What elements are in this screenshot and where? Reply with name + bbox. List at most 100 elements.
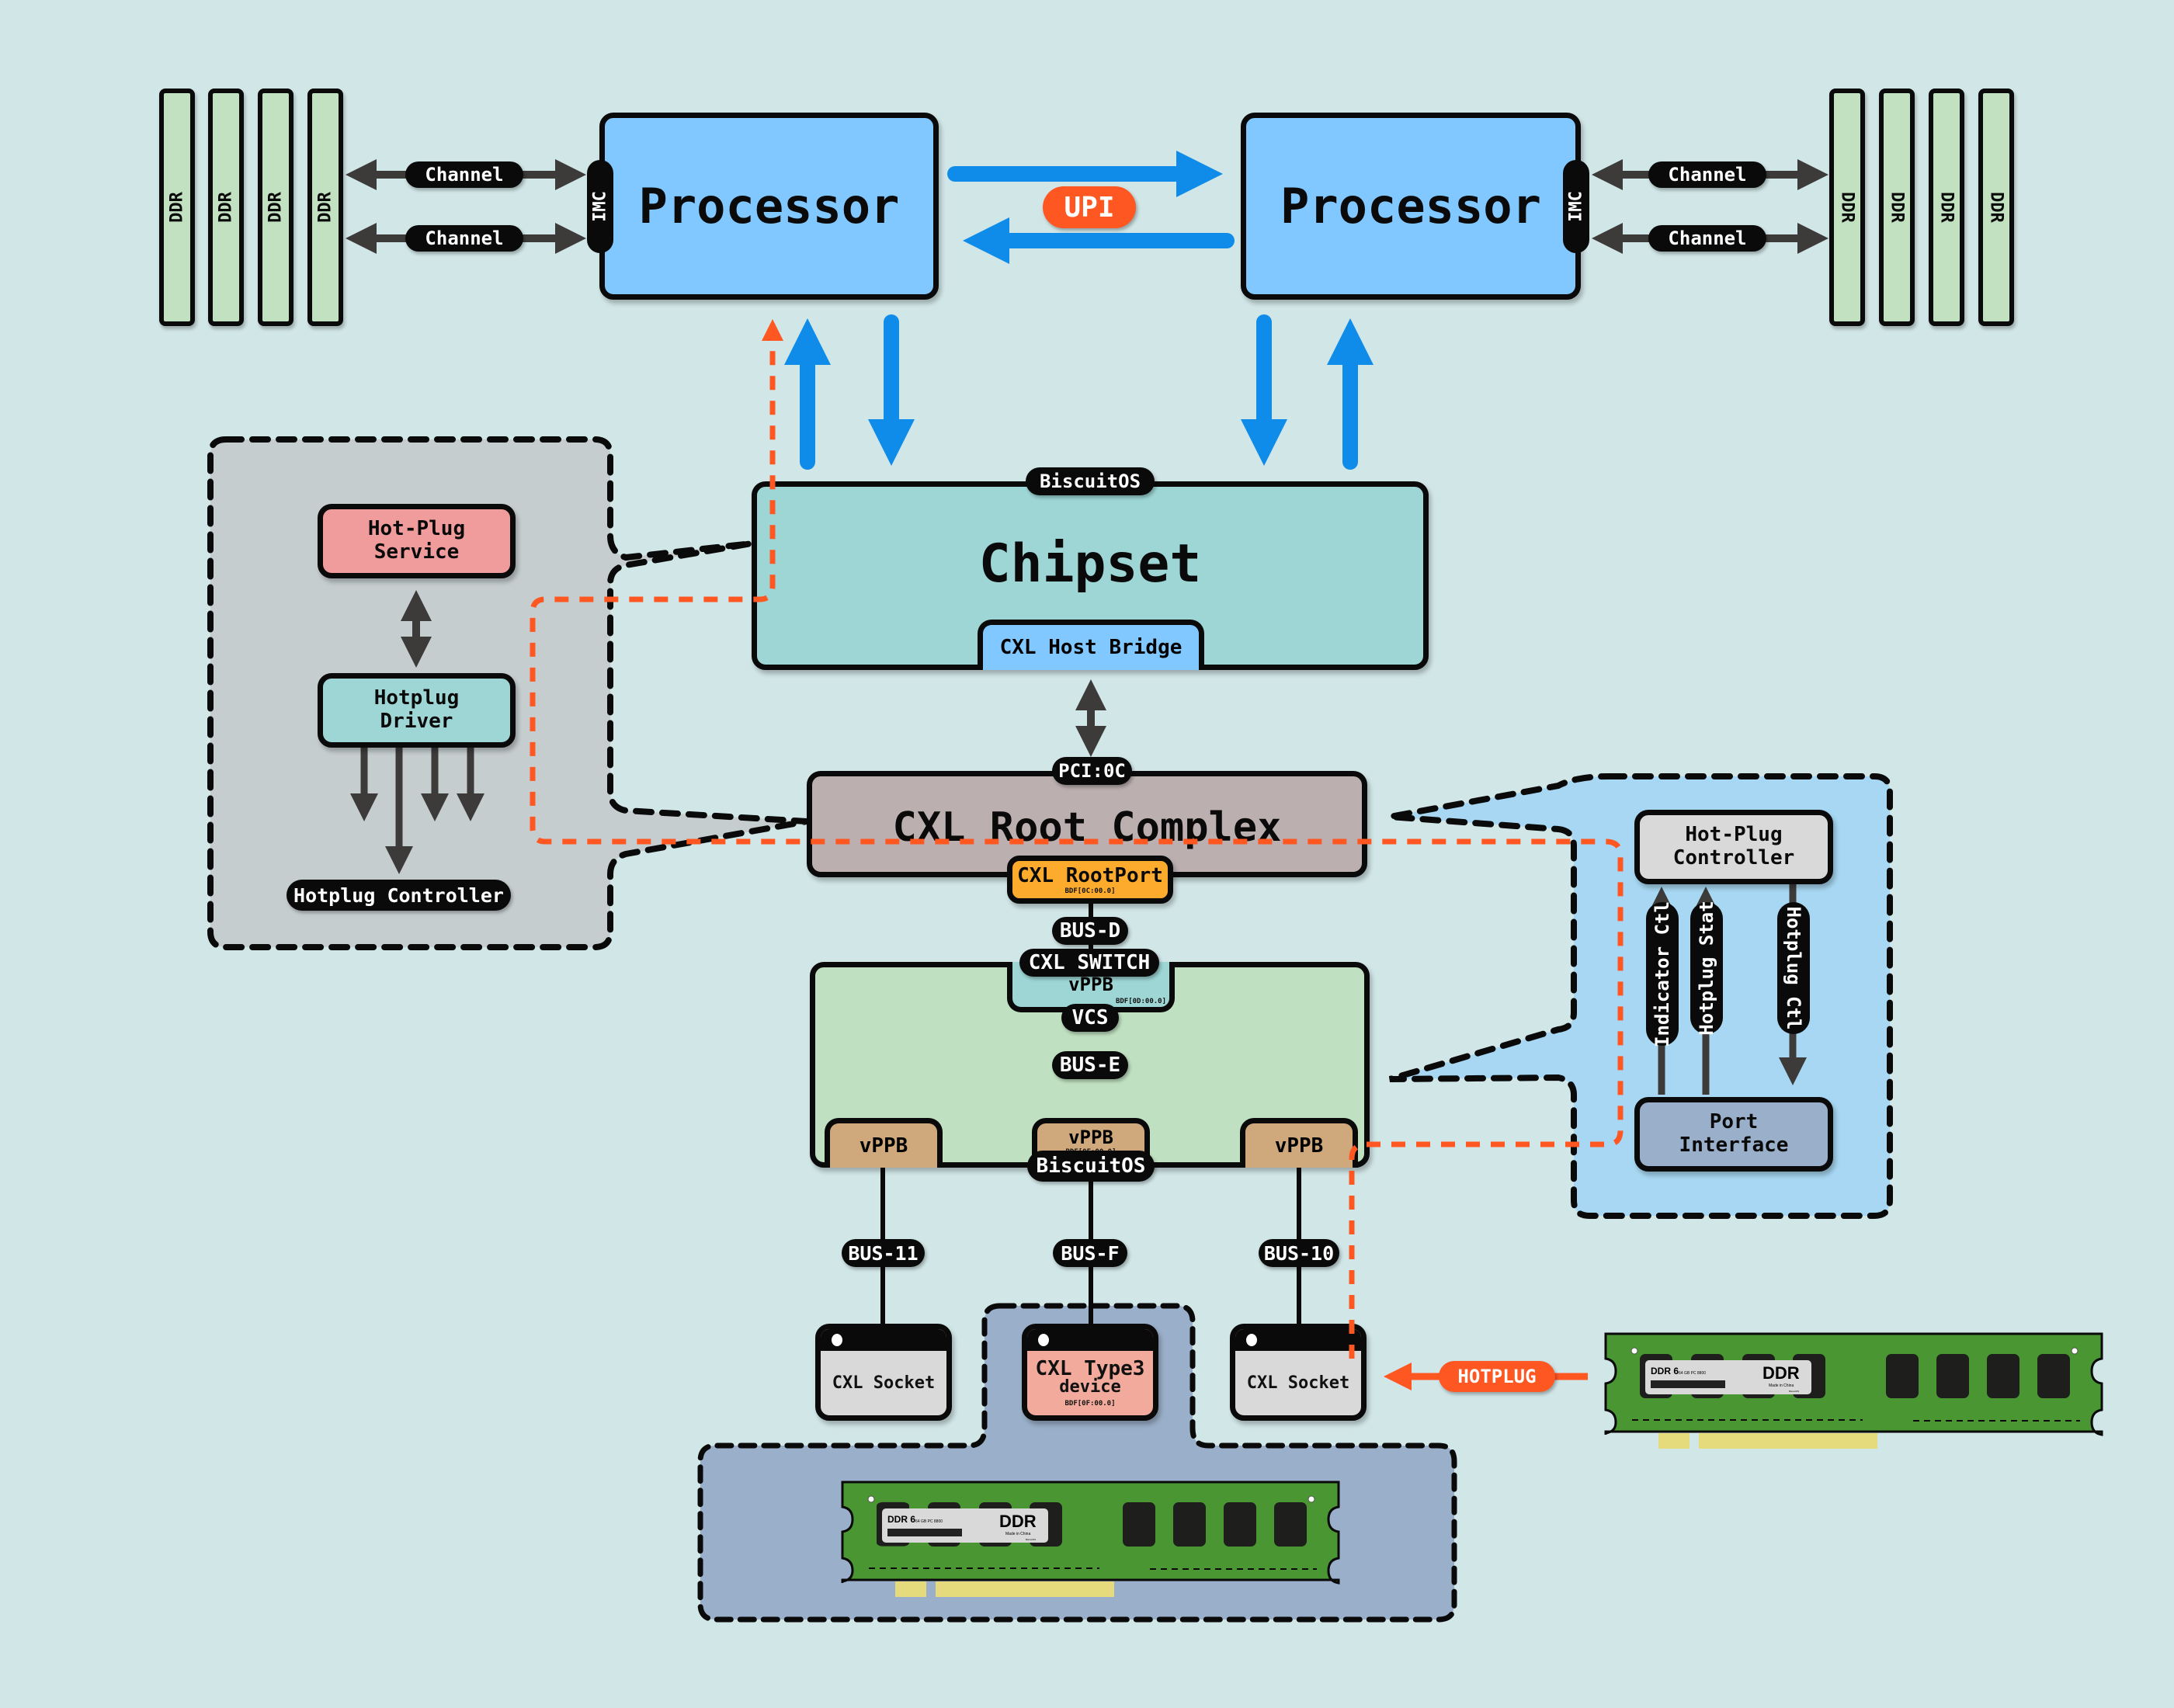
processor-right[interactable]: Processor [1241, 113, 1581, 300]
downstream-vppb[interactable]: vPPB [825, 1118, 943, 1168]
socket-led-icon [1246, 1334, 1257, 1346]
processor-label: Processor [1280, 178, 1541, 234]
dimm-chip [1123, 1502, 1155, 1547]
socket-led-icon [832, 1334, 842, 1346]
hotplug-ctl-label: Hotplug Ctl [1777, 902, 1810, 1034]
port-label-line: Interface [1679, 1133, 1789, 1157]
socket-header [1235, 1329, 1361, 1351]
dimm-brand: DDR [999, 1512, 1037, 1531]
dimm-hole [867, 1495, 875, 1503]
ddr-label: DDR [1837, 192, 1857, 223]
signal-label: Indicator Ctl [1651, 901, 1673, 1047]
ddr-stick: DDR [258, 89, 293, 326]
chipset-label: Chipset [978, 533, 1202, 595]
host-bridge-label: CXL Host Bridge [999, 636, 1183, 659]
cxl-socket-right[interactable]: CXL Socket [1230, 1324, 1367, 1421]
root-complex-label: CXL Root Complex [892, 804, 1282, 851]
dimm-pins [936, 1581, 1114, 1597]
ddr-stick: DDR [159, 89, 195, 326]
dimm-barcode [887, 1529, 962, 1536]
cxl-root-port[interactable]: CXL RootPort BDF[0C:00.0] [1007, 856, 1173, 904]
dimm-hole [2071, 1347, 2078, 1355]
dimm-chip [1224, 1502, 1256, 1547]
ddr-label: DDR [315, 192, 335, 223]
hot-plug-service[interactable]: Hot-Plug Service [318, 504, 516, 578]
dimm-gen: DDR 6 [887, 1514, 915, 1525]
dimm-hole [1630, 1347, 1638, 1355]
ddr-label: DDR [1887, 192, 1907, 223]
memory-module-installed: DDR 6 64 GB PC 8800 DDR Made in China Bi… [841, 1481, 1340, 1597]
dimm-spec: 64 GB PC 8800 [915, 1519, 943, 1524]
imc-badge-left: IMC [587, 160, 613, 253]
dimm-chip [1886, 1354, 1919, 1398]
ddr-stick: DDR [208, 89, 244, 326]
port-label-line: Port [1709, 1110, 1759, 1134]
socket-led-icon [1038, 1334, 1049, 1346]
ddr-stick: DDR [1978, 89, 2014, 326]
cxl-switch-badge: CXL SWITCH [1019, 949, 1159, 977]
driver-label-line: Hotplug [373, 686, 460, 710]
device-sublabel: device [1059, 1377, 1121, 1397]
vcs-badge: VCS [1061, 1004, 1119, 1032]
dimm-hole [1308, 1495, 1315, 1503]
vppb-label: vPPB [1274, 1133, 1324, 1158]
signal-label: Hotplug Ctl [1783, 906, 1804, 1030]
dimm-chip [1987, 1354, 2019, 1398]
dimm-chip [1173, 1502, 1206, 1547]
dimm-chip [2037, 1354, 2070, 1398]
ddr-stick: DDR [1829, 89, 1865, 326]
driver-label-line: Driver [380, 710, 453, 733]
dimm-pins [1699, 1433, 1877, 1449]
hot-plug-controller[interactable]: Hot-Plug Controller [1634, 810, 1833, 884]
ddr-label: DDR [266, 192, 286, 223]
dimm-chip [1274, 1502, 1307, 1547]
downstream-vppb[interactable]: vPPB [1240, 1118, 1358, 1168]
switch-footer-badge: BiscuitOS [1027, 1151, 1155, 1182]
processor-left[interactable]: Processor [599, 113, 939, 300]
vppb-label: vPPB [859, 1133, 908, 1158]
indicator-ctl-label: Indicator Ctl [1646, 901, 1679, 1047]
dimm-spec: 64 GB PC 8800 [1679, 1371, 1706, 1376]
ddr-label: DDR [167, 192, 187, 223]
hotplug-driver[interactable]: Hotplug Driver [318, 673, 516, 748]
port-interface[interactable]: Port Interface [1634, 1097, 1833, 1172]
vppb-label: vPPB [1068, 1127, 1113, 1148]
dimm-origin: Made in China [1005, 1532, 1030, 1536]
ddr-label: DDR [1936, 192, 1957, 223]
bus-e-badge: BUS-E [1052, 1051, 1128, 1079]
vppb-bdf: BDF[0D:00.0] [1115, 998, 1166, 1005]
socket-header [1027, 1329, 1153, 1351]
dimm-barcode [1651, 1380, 1725, 1388]
channel-label: Channel [405, 225, 523, 252]
cxl-type3-device[interactable]: CXL Type3 device BDF[0F:00.0] [1022, 1324, 1158, 1421]
bus-11-badge: BUS-11 [842, 1239, 925, 1267]
service-label-line: Service [373, 540, 460, 564]
channel-label: Channel [405, 161, 523, 188]
device-bdf: BDF[0F:00.0] [1064, 1400, 1116, 1408]
ddr-stick: DDR [1879, 89, 1915, 326]
controller-label-line: Controller [1672, 846, 1795, 870]
dimm-origin: Made in China [1769, 1383, 1794, 1388]
cxl-socket-left[interactable]: CXL Socket [815, 1324, 952, 1421]
memory-module-hotplug[interactable]: DDR 6 64 GB PC 8800 DDR Made in China Bi… [1604, 1332, 2103, 1449]
socket-header [821, 1329, 946, 1351]
dimm-pcb [841, 1481, 1340, 1585]
dimm-gen: DDR 6 [1651, 1366, 1679, 1376]
hotplug-badge: HOTPLUG [1439, 1361, 1555, 1392]
ddr-label: DDR [216, 192, 236, 223]
imc-label: IMC [590, 191, 610, 222]
imc-label: IMC [1566, 191, 1586, 222]
signal-label: Hotplug Stat [1696, 901, 1717, 1036]
processor-label: Processor [638, 178, 900, 234]
dimm-pins [895, 1581, 926, 1597]
root-port-bdf: BDF[0C:00.0] [1064, 887, 1116, 895]
ddr-stick: DDR [1929, 89, 1964, 326]
dimm-maker: BiscuitOS [1789, 1390, 1799, 1393]
bus-10-badge: BUS-10 [1259, 1239, 1339, 1267]
socket-label: CXL Socket [1246, 1373, 1350, 1393]
cxl-host-bridge[interactable]: CXL Host Bridge [978, 620, 1204, 670]
pci-badge: PCI:0C [1052, 757, 1132, 785]
ddr-stick: DDR [307, 89, 343, 326]
upi-badge: UPI [1043, 186, 1136, 228]
controller-label-line: Hot-Plug [1685, 823, 1783, 847]
